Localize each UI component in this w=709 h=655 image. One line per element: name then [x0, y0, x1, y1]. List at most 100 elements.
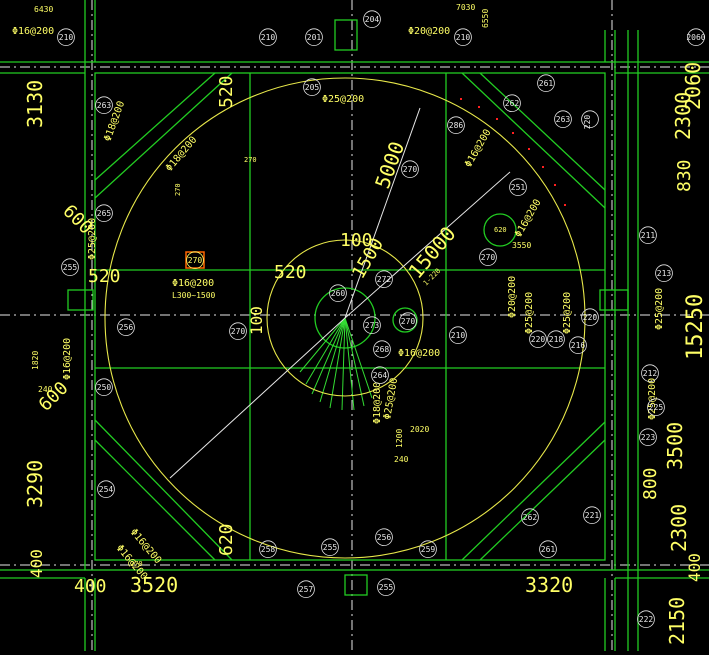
annotation-dim_3550: 3550	[512, 241, 531, 250]
annotation-right_15250: 15250	[683, 294, 708, 360]
annotation-dim_1200: 1200	[395, 429, 404, 448]
annotation-r_25_200_far: Φ25@200	[654, 288, 665, 330]
element-id-b263: 263	[556, 115, 571, 124]
element-id-b257: 257	[299, 585, 314, 594]
annotation-right_2150: 2150	[665, 597, 689, 645]
bubble-b268	[373, 340, 391, 359]
radius-leaders	[169, 107, 511, 479]
chamfer-se-2	[461, 421, 606, 561]
bubble-b223	[639, 428, 657, 447]
annotation-bottom_3520: 3520	[130, 573, 178, 597]
chamfer-ne-2	[461, 72, 606, 209]
bubble-b216	[569, 336, 587, 355]
element-id-b221: 221	[585, 511, 600, 520]
element-id-b225: 225	[649, 403, 664, 412]
element-id-b210_t: 210	[261, 33, 276, 42]
element-id-b268: 268	[375, 345, 390, 354]
outer-wall	[84, 61, 616, 571]
bubble-b212	[641, 364, 659, 383]
annotation-r_16_200_tl: Φ16@200	[12, 26, 54, 37]
annotation-r_16_200_left: Φ16@200	[62, 338, 73, 380]
annotation-right_2060: 2060	[681, 62, 705, 110]
element-id-b255_b: 255	[323, 543, 338, 552]
annotation-dim_240_b: 240	[38, 385, 53, 394]
element-id-b220_r: 220	[583, 115, 592, 130]
bubble-b261	[537, 74, 555, 92]
element-id-b218: 218	[549, 335, 564, 344]
element-id-b270_cr: 270	[401, 317, 416, 326]
bubble-b262_b	[521, 508, 539, 527]
bubble-b270_mid	[229, 322, 247, 341]
element-id-b211: 211	[641, 231, 656, 240]
element-id-b263_l: 263	[97, 101, 112, 110]
bubble-b251	[509, 178, 527, 197]
bubble-b221	[583, 506, 601, 525]
bubble-b2060	[687, 28, 705, 47]
annotation-range_note: L300~1500	[172, 291, 216, 300]
bubble-b270_circ	[479, 248, 497, 267]
bubble-b258	[259, 540, 277, 558]
red-marks	[460, 98, 566, 206]
bubble-b255_b2	[377, 578, 395, 596]
inner-circle	[266, 239, 424, 397]
radial-rebar-fan	[299, 317, 373, 411]
annotation-dim_520_left: 520	[88, 266, 121, 287]
annotation-dim_2020: 2020	[410, 425, 429, 434]
annotation-top_right_small: 7030	[456, 3, 475, 12]
element-id-b213: 213	[657, 269, 672, 278]
bubble-b220_b	[581, 308, 599, 327]
bubble-b210_t	[259, 28, 277, 47]
annotation-right_3500: 3500	[663, 422, 687, 470]
annotation-left_400: 400	[27, 549, 46, 578]
element-id-b220_a: 220	[531, 335, 546, 344]
element-id-b256_b: 256	[377, 533, 392, 542]
chamfer-ne-1	[479, 72, 606, 191]
element-id-b260: 260	[331, 289, 346, 298]
bubble-b218	[547, 330, 565, 349]
element-id-b262: 262	[505, 99, 520, 108]
leader-5000	[344, 107, 421, 319]
element-id-b270_mid: 270	[231, 327, 246, 336]
annotation-right_800: 800	[640, 467, 661, 500]
element-id-b205: 205	[305, 83, 320, 92]
annotation-right_830: 830	[674, 159, 695, 192]
annotation-r_25_200_right: Φ25@200	[524, 292, 535, 334]
element-id-b256: 256	[119, 323, 134, 332]
element-id-b204: 204	[365, 15, 380, 24]
annotation-dim_620_bottom: 620	[216, 523, 237, 556]
bubble-b263	[554, 110, 572, 128]
annotation-r_25_200_far2: Φ25@200	[647, 378, 658, 420]
annotation-r_20_200_top: Φ20@200	[408, 26, 450, 37]
bubble-b265	[95, 204, 113, 223]
element-id-b2060: 2060	[686, 33, 705, 42]
element-id-b273: 273	[365, 321, 380, 330]
annotation-r_16_200_mid: Φ16@200	[172, 278, 214, 289]
annotation-r_25_200_top: Φ25@200	[322, 94, 364, 105]
element-id-b258: 258	[261, 545, 276, 554]
annotation-dim_520_top: 520	[216, 75, 237, 108]
chamfer-se-1	[479, 439, 606, 561]
annotation-bottom_400: 400	[74, 576, 107, 597]
outer-circle	[104, 77, 586, 559]
annotation-r_16_200_center: Φ16@200	[398, 348, 440, 359]
annotation-r_25_200_bot2: Φ25@200	[87, 218, 98, 260]
bubble-b255_b	[321, 538, 339, 556]
annotation-top_small: 6430	[34, 5, 53, 14]
annotation-dim_620_circle: 620	[494, 226, 507, 234]
annotation-dim_270_a: 270	[244, 156, 257, 164]
bubble-b210_t2	[454, 28, 472, 47]
bubble-b255_l	[61, 258, 79, 277]
opening-circle	[392, 307, 418, 333]
annotation-r_25_200_right2: Φ25@200	[562, 292, 573, 334]
leader-15000	[344, 171, 511, 319]
annotation-bottom_3320: 3320	[525, 573, 573, 597]
element-id-b272: 272	[377, 275, 392, 284]
bubble-b273	[363, 316, 381, 335]
annotation-right_2300_top: 2300	[671, 92, 695, 140]
bubble-b272	[375, 270, 393, 289]
element-id-b255_b2: 255	[379, 583, 394, 592]
element-id-b210_tl: 210	[59, 33, 74, 42]
